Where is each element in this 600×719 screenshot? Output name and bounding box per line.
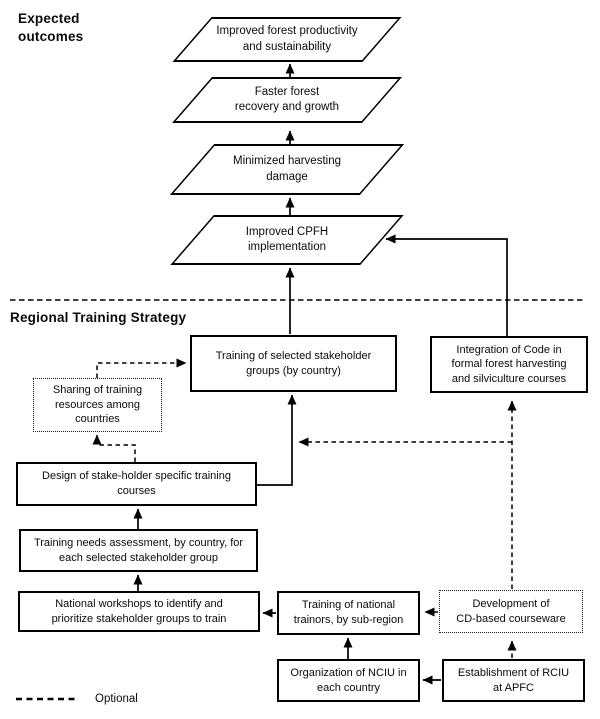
- outcome-label: Improved forest productivity and sustain…: [216, 25, 358, 53]
- outcome-label: Faster forest recovery and growth: [234, 85, 340, 113]
- outcome-label: Improved CPFH implementation: [245, 225, 329, 253]
- arrow-integration-to-cpfh: [385, 234, 508, 336]
- box-training-selected-stakeholders: Training of selected stakeholder groups …: [190, 335, 397, 392]
- outcome-improved-productivity: Improved forest productivity and sustain…: [172, 17, 402, 62]
- box-training-national-trainors: Training of national trainors, by sub-re…: [277, 591, 420, 635]
- box-establishment-rciu: Establishment of RCIU at APFC: [442, 659, 585, 702]
- box-design-training-courses: Design of stake-holder specific training…: [16, 462, 257, 506]
- box-organization-nciu: Organization of NCIU in each country: [277, 659, 420, 702]
- regional-training-strategy-heading: Regional Training Strategy: [10, 310, 187, 325]
- box-sharing-training-resources: Sharing of training resources among coun…: [33, 378, 162, 432]
- box-training-needs-assessment: Training needs assessment, by country, f…: [19, 529, 258, 572]
- box-national-workshops: National workshops to identify and prior…: [18, 591, 260, 632]
- expected-outcomes-heading: Expected outcomes: [18, 11, 84, 45]
- outcome-label: Minimized harvesting damage: [232, 155, 341, 183]
- arrow-sharing-to-training-selected: [96, 358, 187, 378]
- arrow-design-to-training-selected: [257, 394, 297, 486]
- outcome-minimized-damage: Minimized harvesting damage: [169, 144, 405, 195]
- box-integration-of-code: Integration of Code in formal forest har…: [430, 336, 588, 393]
- legend: Optional: [15, 693, 138, 705]
- optional-dashed-line-sample: [16, 697, 79, 701]
- outcome-improved-cpfh: Improved CPFH implementation: [170, 215, 404, 265]
- legend-optional-label: Optional: [95, 693, 138, 705]
- outcome-faster-recovery: Faster forest recovery and growth: [172, 77, 402, 123]
- box-cd-based-courseware: Development of CD-based courseware: [439, 590, 583, 633]
- arrow-design-to-sharing: [92, 434, 136, 462]
